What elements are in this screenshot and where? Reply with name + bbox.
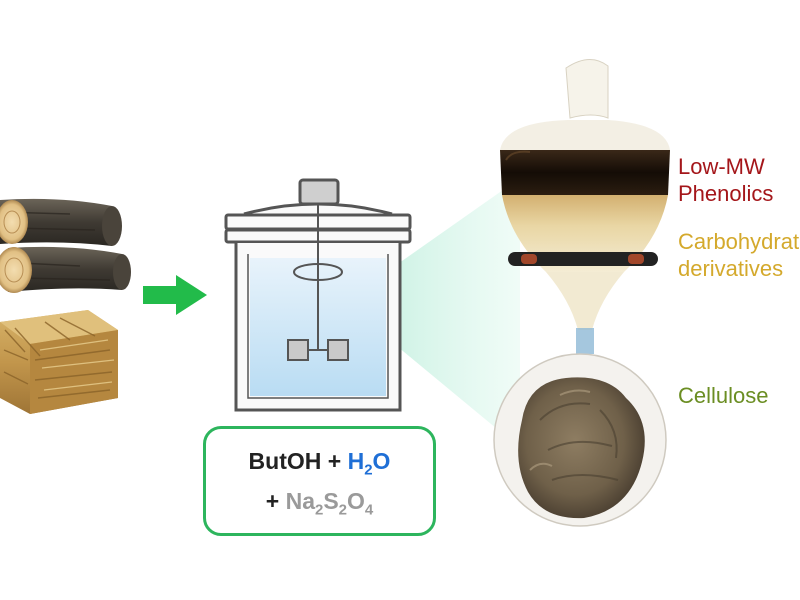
solvent-formula-line-1: ButOH + H2O [206,448,433,479]
plus-text: + [265,488,286,514]
separatory-funnel-image [500,59,670,354]
carbohydrate-derivatives-label: Carbohydrate derivatives [678,228,800,282]
water-o: O [372,448,391,474]
sodium-dithionite-formula: Na2S2O4 [285,488,374,519]
stirred-reactor-icon [224,178,412,412]
salt-sub-3: 4 [364,501,374,519]
carbs-line-1: Carbohydrate [678,229,800,254]
phenolics-line-2: Phenolics [678,181,774,206]
salt-sub-1: 2 [314,501,324,519]
water-subscript: 2 [364,461,373,479]
wood-logs-icon [0,198,131,293]
arrow-right-icon [143,275,207,315]
water-h: H [347,448,365,474]
solvent-system-box: ButOH + H2O + Na2S2O4 [203,426,436,536]
cellulose-bowl-image [493,353,667,527]
salt-s: S [323,488,339,514]
low-mw-phenolics-label: Low-MW Phenolics [678,153,773,207]
salt-sub-2: 2 [338,501,348,519]
straw-bale-icon [0,310,118,414]
salt-na: Na [285,488,315,514]
water-formula: H2O [347,448,391,479]
solvent-formula-line-2: + Na2S2O4 [206,488,433,519]
salt-o: O [347,488,365,514]
phenolics-line-1: Low-MW [678,154,765,179]
connector-beam [392,178,520,448]
carbs-line-2: derivatives [678,256,784,281]
cellulose-label: Cellulose [678,383,769,408]
butanol-text: ButOH + [248,448,348,474]
